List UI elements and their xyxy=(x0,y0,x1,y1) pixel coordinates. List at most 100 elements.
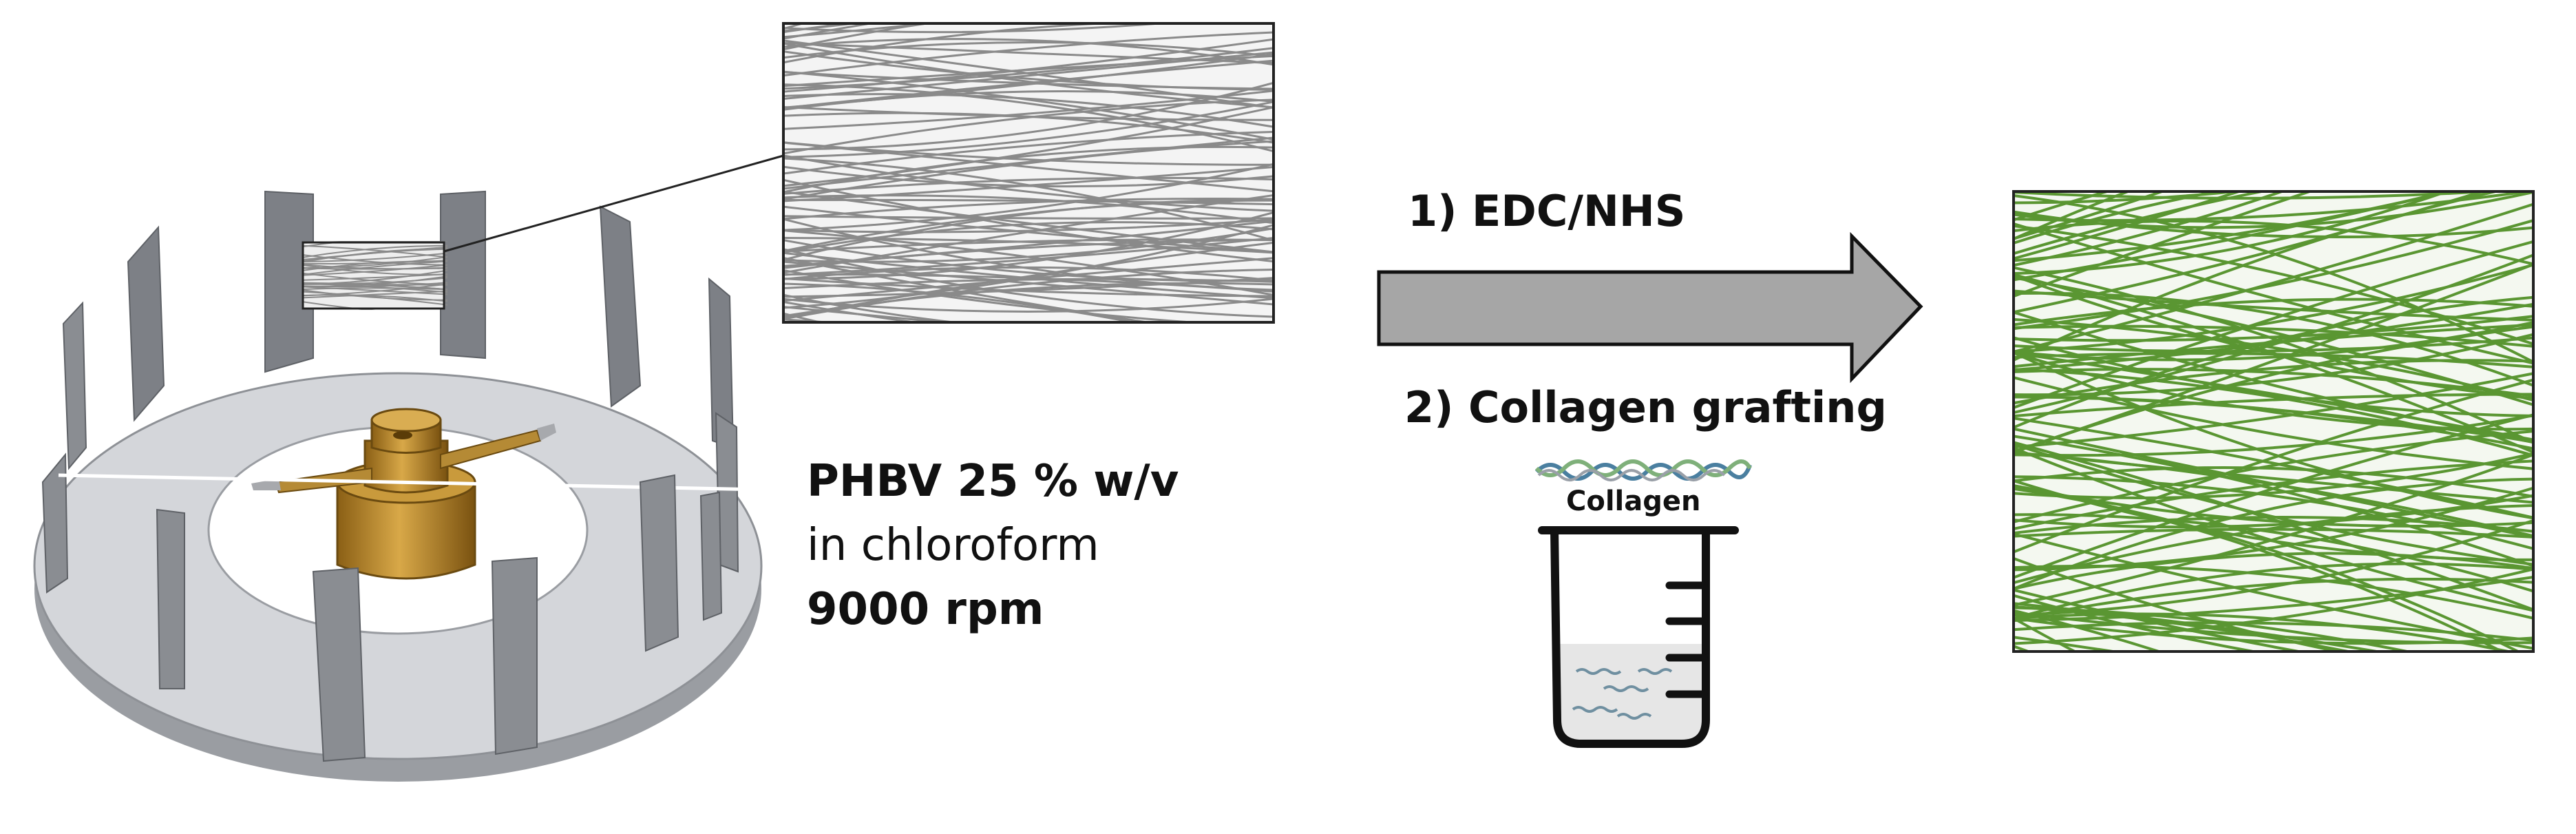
fiber-strand xyxy=(2014,395,2533,450)
fiber-strand xyxy=(2014,298,2533,326)
fiber-strand xyxy=(783,211,1274,280)
fiber-strand xyxy=(783,141,1274,193)
fiber-strand xyxy=(2014,191,2224,245)
fiber-strand xyxy=(2014,202,2533,353)
collector-pins-back xyxy=(127,190,735,449)
fiber-strand xyxy=(2014,219,2533,331)
fiber-strand xyxy=(2014,368,2533,397)
fiber-strand xyxy=(303,264,447,270)
fiber-strand xyxy=(303,264,447,275)
fiber-strand xyxy=(783,101,1274,158)
fiber-strand xyxy=(2014,191,2502,362)
fiber-strand xyxy=(783,51,1274,100)
fiber-strand xyxy=(303,260,447,271)
fiber-strand xyxy=(2014,289,2533,322)
fiber-strand xyxy=(783,298,1274,313)
fiber-strand xyxy=(783,53,1274,109)
fiber-strand xyxy=(783,260,1274,306)
fiber-strand xyxy=(2014,477,2533,591)
fiber-strand xyxy=(2014,611,2533,645)
fiber-strand xyxy=(2014,503,2533,585)
fiber-strand xyxy=(2014,442,2533,566)
fiber-strand xyxy=(783,154,1274,212)
fiber-strand xyxy=(2014,191,2454,262)
fiber-strand xyxy=(783,224,1274,309)
step2-label: 2) Collagen grafting xyxy=(1404,382,1887,432)
fiber-strand xyxy=(2014,276,2533,406)
fiber-strand xyxy=(2014,324,2533,348)
fiber-strand xyxy=(2014,594,2261,651)
fiber-strand xyxy=(783,112,1274,144)
fiber-strand xyxy=(303,264,447,276)
fiber-strand xyxy=(2014,414,2533,457)
fiber-strand xyxy=(783,229,1274,296)
collector-pins-front xyxy=(156,474,723,762)
fiber-strand xyxy=(783,257,1154,322)
fiber-strand xyxy=(2014,191,2249,205)
step1-label: 1) EDC/NHS xyxy=(1408,186,1686,236)
fiber-strand xyxy=(783,31,1274,77)
fiber-strand xyxy=(783,145,1274,194)
fiber-strand xyxy=(783,90,1274,130)
fiber-strand xyxy=(2014,450,2533,504)
rotary-collector-icon xyxy=(33,154,796,782)
fiber-strand xyxy=(303,290,447,299)
fiber-strand xyxy=(2014,359,2533,405)
fiber-strand xyxy=(2014,475,2533,550)
fiber-strand xyxy=(303,283,447,291)
fiber-strand xyxy=(783,23,874,25)
fiber-strand xyxy=(783,38,1274,66)
fiber-strand xyxy=(2014,191,2132,241)
fiber-strand xyxy=(2014,577,2533,621)
fiber-strand xyxy=(2014,378,2533,554)
fiber-strand xyxy=(2014,191,2244,260)
fiber-strand xyxy=(303,260,447,275)
fiber-strand xyxy=(303,244,447,258)
fiber-strand xyxy=(2014,562,2533,621)
solvent-label: in chloroform xyxy=(807,520,1099,571)
fiber-strand xyxy=(2014,351,2533,520)
fiber-strand xyxy=(303,244,447,258)
fiber-strand xyxy=(783,23,1172,34)
fiber-strand xyxy=(2014,240,2533,410)
collagen-grafted-fibers-image xyxy=(2000,190,2547,804)
fiber-strand xyxy=(2014,191,2314,298)
collagen-molecule-icon xyxy=(1534,459,1752,481)
beaker-icon xyxy=(1538,526,1739,748)
polymer-label: PHBV 25 % w/v xyxy=(807,456,1179,507)
fiber-strand xyxy=(783,282,1274,317)
fiber-strand xyxy=(2014,191,2113,222)
fiber-strand xyxy=(2014,266,2533,444)
fiber-strand xyxy=(2014,210,2533,239)
fiber-strand xyxy=(783,41,1274,65)
fiber-strand xyxy=(783,163,1274,231)
fiber-strand xyxy=(2014,513,2533,593)
fiber-strand xyxy=(783,178,1274,263)
collagen-label: Collagen xyxy=(1566,486,1701,517)
fiber-strand xyxy=(2014,336,2533,353)
fiber-strand xyxy=(2014,325,2533,455)
fiber-strand xyxy=(303,301,376,310)
fiber-strand xyxy=(783,190,1274,253)
fiber-strand xyxy=(2014,191,2166,240)
fiber-strand xyxy=(2014,191,2286,267)
fiber-strand xyxy=(2014,263,2533,353)
fiber-strand xyxy=(2000,649,2547,804)
fiber-strand xyxy=(303,286,447,295)
fiber-strand xyxy=(2014,291,2533,387)
fiber-strand xyxy=(783,278,1274,290)
fiber-strand xyxy=(783,277,1274,298)
fiber-strand xyxy=(783,194,1274,274)
fiber-strand xyxy=(783,23,877,40)
fiber-strand xyxy=(2014,588,2307,651)
fiber-strand xyxy=(783,106,1274,187)
fiber-strand xyxy=(783,218,1274,233)
fiber-strand xyxy=(2014,645,2033,651)
fiber-strand xyxy=(303,291,447,306)
rotation-speed-label: 9000 rpm xyxy=(807,584,1044,635)
fiber-strand xyxy=(2014,519,2533,617)
fiber-mat-sem-image xyxy=(782,22,1275,324)
fiber-strand xyxy=(2014,191,2451,275)
fiber-strand xyxy=(783,140,1274,201)
